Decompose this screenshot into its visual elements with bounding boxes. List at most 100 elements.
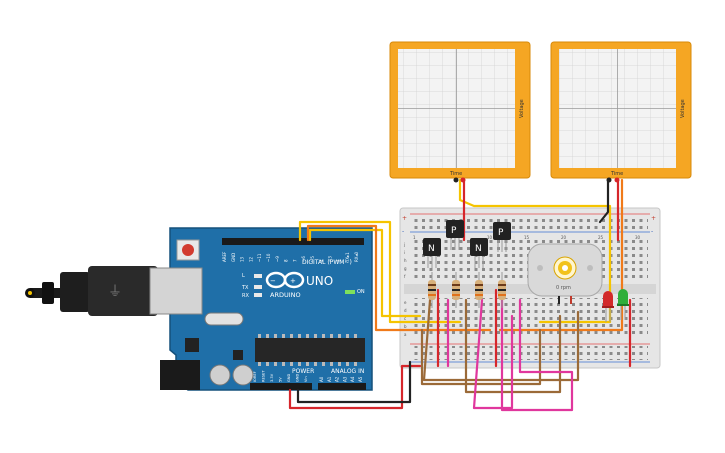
rx-label: RX [242, 293, 249, 299]
analog-pin-label-4: A4 [350, 376, 355, 382]
wire-yellow-2[interactable] [458, 178, 612, 324]
transistor-3-label: N [475, 244, 482, 254]
bb-row-letter-0: j [403, 242, 405, 247]
top-pin-label-1: GND [231, 253, 236, 262]
analog-pin-label-0: A0 [319, 376, 324, 382]
resistor-2[interactable] [452, 272, 460, 308]
bb-row-letter-bottom-4: a [404, 332, 407, 337]
bb-row-letter-2: h [404, 258, 407, 263]
oscilloscope-2-y-label: Voltage [680, 99, 686, 118]
oscilloscope-2-x-label: Time [610, 171, 623, 177]
top-pin-label-5: ~10 [266, 253, 271, 262]
top-pin-label-8: 7 [292, 259, 297, 262]
usb-icon: ⏚ [108, 284, 122, 300]
transistor-2-label: P [451, 226, 457, 236]
wire-black-2[interactable] [598, 178, 610, 224]
bb-col-number-6: 30 [635, 235, 641, 240]
top-pin-label-12: ~3 [328, 256, 333, 262]
pnp-transistor-1[interactable]: P [446, 220, 464, 250]
power-header[interactable] [250, 383, 312, 390]
bb-col-number-3: 15 [524, 235, 530, 240]
transistor-4-label: P [498, 228, 504, 238]
npn-transistor-1[interactable]: N [423, 238, 441, 268]
npn-transistor-2[interactable]: N [470, 238, 488, 268]
power-pin-label-5: GND [296, 374, 300, 382]
brand-label: ARDUINO [270, 291, 301, 299]
on-label: ON [357, 289, 365, 295]
wire-yellow-1[interactable] [298, 220, 462, 324]
top-pin-label-7: 8 [284, 259, 289, 262]
oscilloscope-2[interactable]: Time Voltage [550, 41, 692, 183]
reset-button-cap[interactable] [182, 244, 194, 256]
top-pin-label-0: AREF [222, 251, 227, 262]
oscilloscope-1[interactable]: Time Voltage [389, 41, 531, 183]
arduino-uno-board[interactable]: − + UNO ARDUINO DIGITAL (PWM~) POWER ANA… [149, 227, 373, 391]
wire-yellow-3[interactable] [308, 228, 422, 318]
power-pin-label-2: 3.3V [270, 373, 274, 382]
bb-row-letter-3: g [404, 266, 407, 271]
power-header-label: POWER [292, 368, 314, 375]
dc-motor[interactable]: 0 rpm [527, 243, 603, 304]
power-pin-label-0: IOREF [253, 371, 257, 382]
top-pin-label-11: 4 [319, 259, 324, 262]
top-pin-label-2: 13 [240, 256, 245, 262]
analog-pin-label-5: A5 [358, 376, 363, 382]
oscilloscope-1-x-label: Time [449, 171, 462, 177]
pnp-transistor-2[interactable]: P [493, 222, 511, 252]
tx-label: TX [241, 285, 249, 291]
led-green[interactable] [617, 289, 629, 320]
bb-row-letter-bottom-0: e [404, 300, 407, 305]
top-pin-label-14: TX▸1 [345, 252, 350, 263]
wire-red-3[interactable] [288, 364, 422, 410]
top-pin-label-13: 2 [336, 259, 341, 262]
bb-row-letter-bottom-3: b [404, 324, 407, 329]
bb-col-number-4: 20 [561, 235, 567, 240]
l-label: L [242, 273, 245, 279]
rail-minus-mark: - [402, 228, 404, 235]
top-pin-label-10: ~5 [310, 256, 315, 262]
motor-gear-icon [558, 261, 572, 275]
transistor-1-label: N [428, 244, 435, 254]
resistor-4[interactable] [498, 272, 506, 308]
analog-header-label: ANALOG IN [331, 368, 364, 375]
analog-pin-label-3: A3 [342, 376, 347, 382]
top-pin-label-9: ~6 [301, 256, 306, 262]
wire-magenta-3[interactable] [500, 298, 574, 412]
motor-rpm-readout: 0 rpm [556, 285, 571, 291]
power-pin-label-4: GND [287, 374, 291, 382]
power-pin-label-6: Vin [304, 376, 308, 382]
digital-header[interactable] [222, 238, 364, 245]
wire-magenta-2[interactable] [472, 298, 514, 410]
bb-col-number-2: 10 [487, 235, 493, 240]
svg-text:+: + [290, 277, 296, 285]
arduino-logo: − + [265, 271, 305, 289]
bb-row-letter-bottom-2: c [404, 316, 406, 321]
rail-plus-mark-right: + [651, 215, 656, 222]
resistor-1[interactable] [428, 272, 436, 308]
rail-minus-mark-right: - [651, 228, 653, 235]
dc-power-jack [160, 360, 200, 390]
resistor-3[interactable] [475, 272, 483, 308]
bb-col-number-5: 25 [598, 235, 604, 240]
wire-brown-3[interactable] [420, 328, 542, 386]
top-pin-label-15: RX◂0 [354, 251, 359, 262]
bb-row-letter-4: f [404, 274, 406, 279]
wire-black-1[interactable] [296, 360, 412, 404]
digital-header-label: DIGITAL (PWM~) [302, 259, 352, 266]
analog-header[interactable] [318, 383, 366, 390]
svg-text:−: − [270, 277, 276, 285]
led-red[interactable] [602, 291, 614, 322]
atmega-chip [255, 338, 365, 362]
analog-pin-label-2: A2 [335, 376, 340, 382]
usb-port [149, 267, 203, 315]
bb-col-number-0: 1 [413, 235, 416, 240]
top-pin-label-6: ~9 [275, 256, 280, 262]
power-pin-label-1: RESET [262, 370, 266, 382]
bb-row-letter-1: i [404, 250, 405, 255]
bb-row-letter-bottom-1: d [404, 308, 407, 313]
wire-orange-1[interactable] [306, 224, 492, 332]
